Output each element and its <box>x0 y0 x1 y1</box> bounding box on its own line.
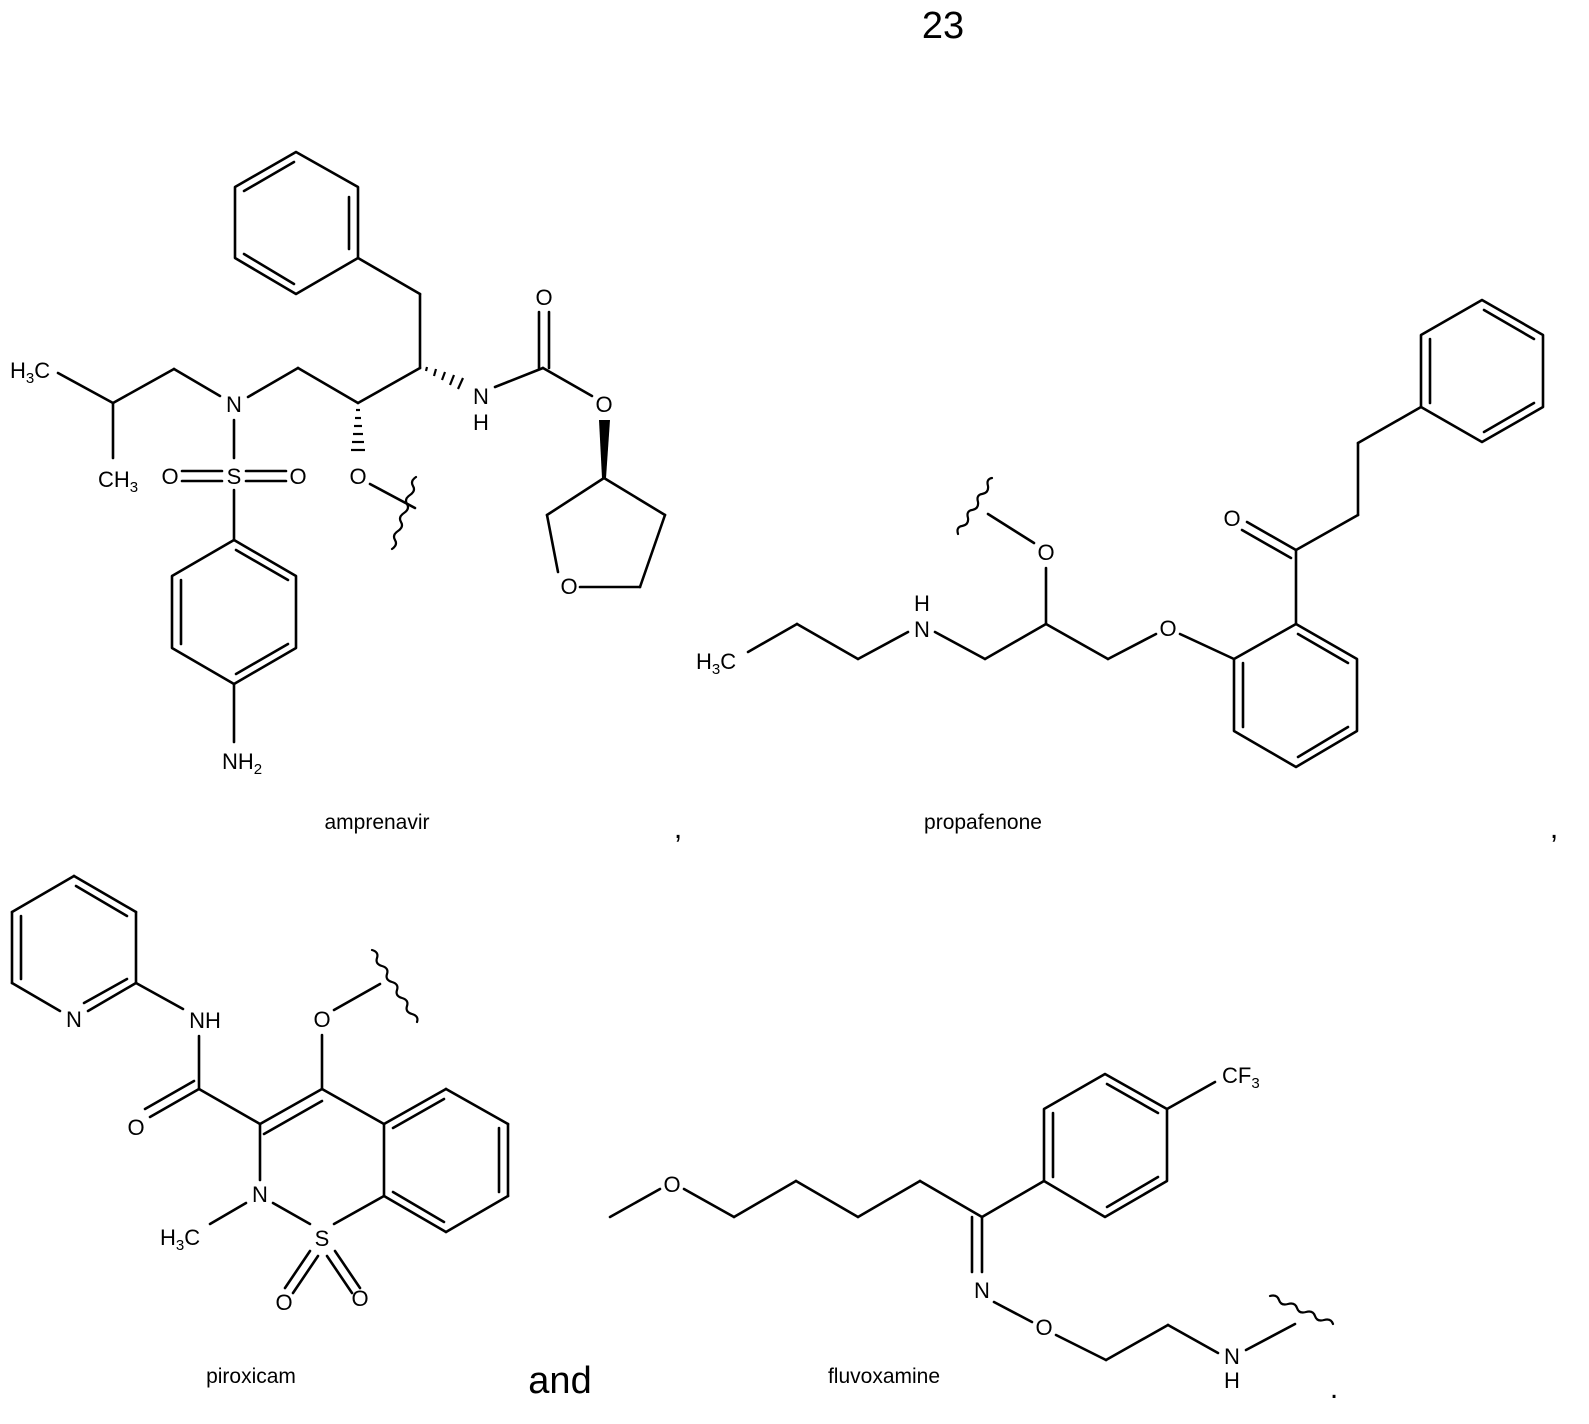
propafenone-structure: O O O H N H3C propafenone <box>696 300 1543 834</box>
piroxicam-so2-o-right-label: O <box>351 1286 368 1311</box>
fluvoxamine-nh-h-label: H <box>1224 1368 1240 1393</box>
fluvoxamine-aryl-ring <box>1044 1074 1167 1217</box>
piroxicam-thiazine-ring: N S <box>252 1089 384 1251</box>
amprenavir-name: amprenavir <box>324 811 429 834</box>
fluvoxamine-oxime-o-label: O <box>1035 1315 1052 1340</box>
amprenavir-ch3-label: CH3 <box>98 467 138 496</box>
piroxicam-ether-o-label: O <box>313 1007 330 1032</box>
amprenavir-thf-ring: O <box>547 478 665 599</box>
amprenavir-phenyl-ring <box>235 152 358 294</box>
amprenavir-nh-n-label: N <box>473 384 489 409</box>
amprenavir-sulfonamide-n-label: N <box>226 392 242 417</box>
amprenavir-s-label: S <box>227 464 242 489</box>
propafenone-nh-n-label: N <box>914 617 930 642</box>
propafenone-phenyl-ring <box>1421 300 1543 442</box>
amprenavir-so2-o-right-label: O <box>289 464 306 489</box>
piroxicam-benzene-ring <box>384 1089 508 1232</box>
separator-comma-2: , <box>1550 812 1558 845</box>
piroxicam-amide-o-label: O <box>127 1115 144 1140</box>
amprenavir-ether-o-label: O <box>349 464 366 489</box>
amprenavir-aniline-ring <box>172 540 296 684</box>
piroxicam-so2-o-left-label: O <box>275 1290 292 1315</box>
amprenavir-carbonyl-o-label: O <box>535 285 552 310</box>
piroxicam-nh-label: NH <box>189 1008 221 1033</box>
propafenone-h3c-label: H3C <box>696 649 736 678</box>
amprenavir-structure: N H O O O O N <box>10 152 665 834</box>
piroxicam-structure: N NH O N S H3C O O <box>12 876 508 1388</box>
fluvoxamine-attachment-wavy <box>1270 1296 1333 1325</box>
amprenavir-h3c-label: H3C <box>10 358 50 387</box>
amprenavir-so2-o-left-label: O <box>161 464 178 489</box>
fluvoxamine-nh-n-label: N <box>1224 1344 1240 1369</box>
fluvoxamine-methoxy-o-label: O <box>663 1172 680 1197</box>
fluvoxamine-structure: O CF3 N O N H fluvoxamine <box>610 1063 1333 1393</box>
amprenavir-hashed-wedge-o <box>351 410 365 450</box>
piroxicam-s-label: S <box>315 1226 330 1251</box>
piroxicam-name: piroxicam <box>206 1365 296 1388</box>
propafenone-attachment-wavy <box>958 478 993 534</box>
propafenone-nh-h-label: H <box>914 591 930 616</box>
amprenavir-ester-o-label: O <box>595 392 612 417</box>
amprenavir-bold-wedge <box>599 420 610 478</box>
propafenone-ether-o-label: O <box>1037 540 1054 565</box>
fluvoxamine-cf3-label: CF3 <box>1222 1063 1260 1092</box>
separator-period: . <box>1330 1372 1338 1405</box>
separator-comma-1: , <box>674 812 682 845</box>
fluvoxamine-oxime-n-label: N <box>974 1278 990 1303</box>
propafenone-carbonyl-o-label: O <box>1223 506 1240 531</box>
propafenone-aryl-ether-o-label: O <box>1159 616 1176 641</box>
piroxicam-pyridine-ring: N <box>12 876 136 1032</box>
piroxicam-pyridine-n-label: N <box>66 1007 82 1032</box>
amprenavir-nh2-label: NH2 <box>222 749 262 778</box>
piroxicam-n-label: N <box>252 1182 268 1207</box>
amprenavir-hashed-wedge-nh <box>426 367 463 389</box>
separator-and: and <box>528 1360 591 1402</box>
amprenavir-thf-o-label: O <box>560 574 577 599</box>
propafenone-name: propafenone <box>924 811 1042 834</box>
amprenavir-attachment-wavy <box>392 477 416 549</box>
fluvoxamine-name: fluvoxamine <box>828 1365 940 1388</box>
propafenone-benzene-ring <box>1234 624 1357 767</box>
page-number: 23 <box>922 5 964 47</box>
amprenavir-nh-h-label: H <box>473 410 489 435</box>
piroxicam-h3c-label: H3C <box>160 1225 200 1254</box>
